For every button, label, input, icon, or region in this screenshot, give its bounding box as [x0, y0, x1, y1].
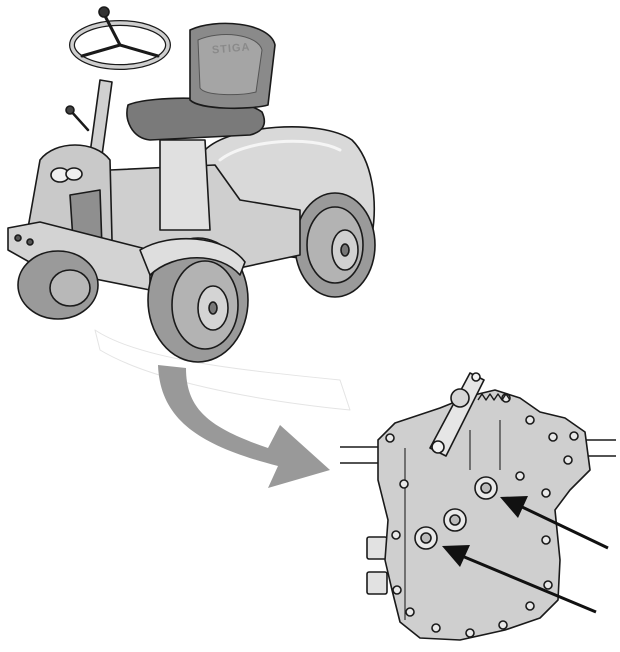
- transmission-housing-illustration: [340, 372, 616, 641]
- seat-brand-logo: STIGA: [211, 41, 251, 56]
- bleed-screw-upper: [474, 476, 498, 500]
- front-wheel-left: [17, 250, 99, 320]
- front-wheel-right: [147, 237, 249, 363]
- axle-right: [585, 439, 616, 457]
- callout-arrow-lower: [442, 545, 597, 614]
- hydraulic-port-lower: [366, 571, 388, 595]
- rear-fender-highlight: [218, 139, 342, 162]
- hydraulic-port-upper: [366, 536, 388, 560]
- steering-wheel: [69, 6, 171, 171]
- rear-wheel: [294, 192, 376, 298]
- housing-inner-ridge: [404, 420, 501, 620]
- lever-spring: [477, 393, 511, 401]
- bypass-lever: [429, 372, 485, 457]
- bleed-screw-middle: [443, 508, 467, 532]
- ghost-outline: [94, 329, 351, 411]
- housing-plate: [377, 389, 591, 641]
- callout-arrow-upper: [500, 496, 609, 550]
- front-fender: [139, 237, 246, 276]
- axle-left: [340, 446, 378, 464]
- seat-post: [159, 139, 211, 231]
- rider-mower-illustration: STIGA: [7, 6, 376, 411]
- bleed-screw-lower: [414, 526, 438, 550]
- seat: STIGA: [126, 22, 276, 141]
- curved-pointer-arrow: [158, 365, 330, 488]
- perimeter-bolts: [385, 393, 579, 638]
- headlights: [50, 167, 83, 183]
